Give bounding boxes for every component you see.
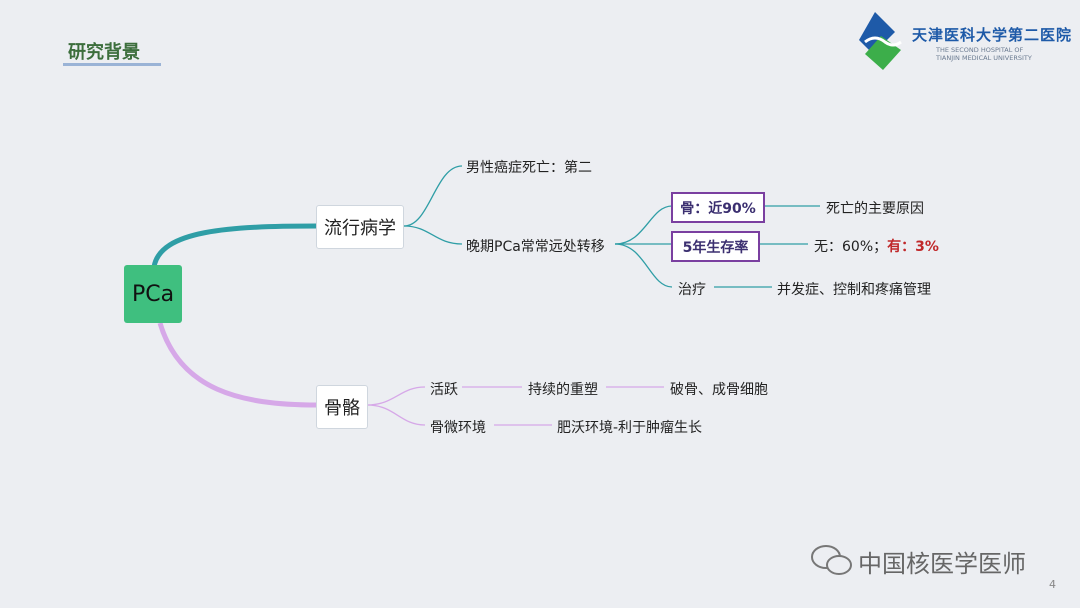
wechat-icon — [811, 545, 852, 575]
root-node-pca[interactable]: PCa — [124, 265, 182, 323]
leaf-treatment: 并发症、控制和疼痛管理 — [777, 282, 931, 298]
node-remodeling: 持续的重塑 — [528, 382, 598, 398]
hospital-logo-icon — [859, 12, 902, 70]
logo-name-en-1: THE SECOND HOSPITAL OF — [936, 46, 1024, 54]
page-number: 4 — [1049, 578, 1056, 591]
node-active: 活跃 — [430, 382, 458, 398]
node-treatment: 治疗 — [678, 282, 706, 298]
leaf-main-death-cause: 死亡的主要原因 — [826, 201, 924, 217]
logo-name-cn: 天津医科大学第二医院 — [912, 26, 1073, 44]
survival-without: 无：60%； — [814, 239, 888, 255]
node-male-cancer-death: 男性癌症死亡：第二 — [466, 160, 592, 176]
watermark-text: 中国核医学医师 — [858, 550, 1026, 578]
node-bone-90: 骨：近90% — [671, 192, 765, 223]
logo-name-en-2: TIANJIN MEDICAL UNIVERSITY — [936, 54, 1032, 62]
node-epidemiology[interactable]: 流行病学 — [316, 205, 404, 249]
survival-with: 有：3% — [887, 239, 939, 255]
leaf-survival-values: 无：60%；有：3% — [814, 236, 939, 256]
leaf-fertile-env: 肥沃环境-利于肿瘤生长 — [557, 420, 703, 436]
node-bone-microenv: 骨微环境 — [430, 420, 486, 436]
node-bone[interactable]: 骨骼 — [316, 385, 368, 429]
title-underline — [63, 63, 161, 66]
leaf-osteo-cells: 破骨、成骨细胞 — [670, 382, 768, 398]
slide-title: 研究背景 — [68, 42, 140, 63]
node-late-metastasis: 晚期PCa常常远处转移 — [466, 239, 605, 255]
node-5yr-survival: 5年生存率 — [671, 231, 760, 262]
